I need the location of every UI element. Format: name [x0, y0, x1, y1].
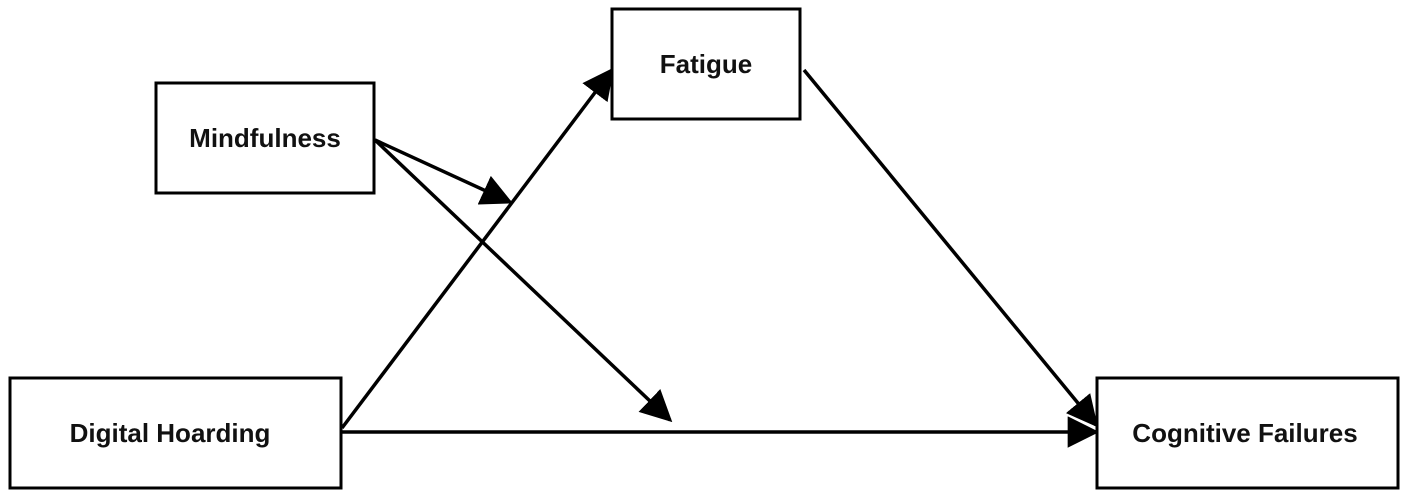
node-fatigue-label: Fatigue	[660, 49, 752, 79]
node-digital-hoarding: Digital Hoarding	[8, 376, 343, 490]
node-mindfulness-label: Mindfulness	[189, 123, 341, 153]
node-digital-hoarding-label: Digital Hoarding	[70, 418, 271, 448]
edge-mindfulness-moderates-fatigue-path	[374, 138, 513, 205]
node-cognitive-failures-label: Cognitive Failures	[1132, 418, 1357, 448]
node-mindfulness: Mindfulness	[154, 81, 376, 195]
node-fatigue: Fatigue	[610, 7, 802, 121]
edge-digital-hoarding-to-fatigue	[340, 67, 614, 430]
node-cognitive-failures: Cognitive Failures	[1095, 376, 1400, 490]
edge-mindfulness-moderates-direct-path	[373, 138, 673, 423]
edge-fatigue-to-cognitive-failures	[802, 68, 1099, 428]
